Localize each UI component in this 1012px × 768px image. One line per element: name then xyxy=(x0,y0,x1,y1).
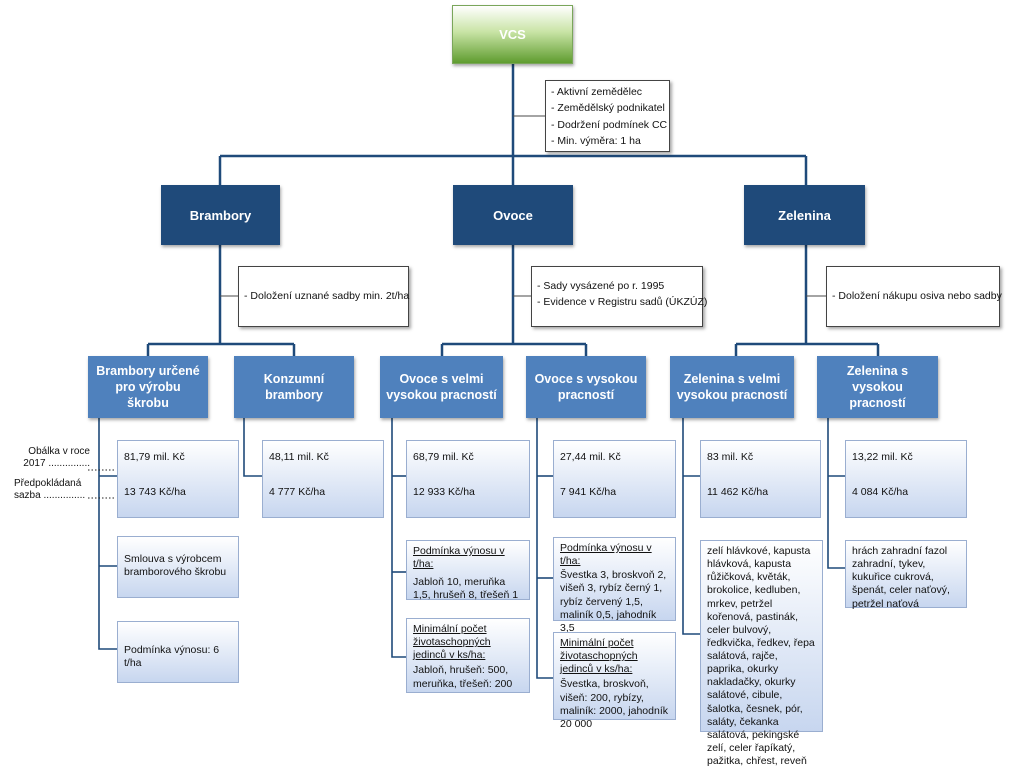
condition-text: - Sady vysázené po r. 1995 xyxy=(537,280,665,292)
contract-text: Smlouva s výrobcem bramborového škrobu xyxy=(124,553,227,579)
zelenina-condition: - Doložení nákupu osiva nebo sadby xyxy=(826,266,1002,327)
rate-value: 11 462 Kč/ha xyxy=(707,486,769,499)
crop-text: zelí hlávkové, kapusta hlávková, kapusta… xyxy=(707,545,815,767)
yield-title: Podmínka výnosu v t/ha: xyxy=(413,545,505,571)
rate-value: 13 743 Kč/ha xyxy=(124,486,186,499)
value-box: 27,44 mil. Kč 7 941 Kč/ha xyxy=(553,440,676,518)
min-count-condition: Minimální počet životaschopných jedinců … xyxy=(553,632,676,730)
category-label: Zelenina xyxy=(778,207,831,223)
yield-text: Švestka 3, broskvoň 2, višeň 3, rybíz če… xyxy=(560,569,667,634)
min-count-title: Minimální počet životaschopných jedinců … xyxy=(560,637,638,676)
crop-list: hrách zahradní fazol zahradní, tykev, ku… xyxy=(845,540,967,610)
condition-text: - Doložení uznané sadby min. 2t/ha xyxy=(244,290,410,303)
sub-zelenina-velmi-vysoka: Zelenina s velmi vysokou pracností xyxy=(670,356,794,418)
sub-label: Konzumní brambory xyxy=(263,371,325,402)
rate-value: 12 933 Kč/ha xyxy=(413,486,475,499)
sub-konzumni-brambory: Konzumní brambory xyxy=(234,356,354,418)
condition-text: - Evidence v Registru sadů (ÚKZÚZ) xyxy=(537,296,708,309)
category-label: Brambory xyxy=(189,207,252,223)
root-label: VCS xyxy=(499,27,526,42)
root-condition: - Aktivní zemědělec xyxy=(551,86,643,98)
yield-title: Podmínka výnosu v t/ha: xyxy=(560,542,652,568)
sub-brambory-skrob: Brambory určené pro výrobu škrobu xyxy=(88,356,208,418)
value-box: 48,11 mil. Kč 4 777 Kč/ha xyxy=(262,440,384,518)
category-ovoce: Ovoce xyxy=(453,185,573,245)
value-box: 13,22 mil. Kč 4 084 Kč/ha xyxy=(845,440,967,518)
condition-text: - Doložení nákupu osiva nebo sadby xyxy=(832,290,1002,303)
legend-envelope: Obálka v roce 2017 ............... xyxy=(23,446,90,469)
rate-value: 4 777 Kč/ha xyxy=(269,486,326,499)
envelope-value: 27,44 mil. Kč xyxy=(560,451,621,463)
sub-zelenina-vysoka: Zelenina s vysokou pracností xyxy=(817,356,938,418)
min-count-text: Jabloň, hrušeň: 500, meruňka, třešeň: 20… xyxy=(413,664,513,690)
sub-ovoce-velmi-vysoka: Ovoce s velmi vysokou pracností xyxy=(380,356,503,418)
yield-condition: Podmínka výnosu: 6 t/ha xyxy=(117,621,239,683)
root-conditions: - Aktivní zemědělec - Zemědělský podnika… xyxy=(545,80,670,152)
sub-label: Ovoce s velmi vysokou pracností xyxy=(386,371,497,402)
root-node: VCS xyxy=(452,5,573,64)
sub-label: Brambory určené pro výrobu škrobu xyxy=(96,363,200,411)
envelope-value: 13,22 mil. Kč xyxy=(852,451,913,463)
min-count-title: Minimální počet životaschopných jedinců … xyxy=(413,623,491,662)
sub-label: Zelenina s velmi vysokou pracností xyxy=(676,371,788,402)
envelope-value: 83 mil. Kč xyxy=(707,451,754,463)
root-condition: - Min. výměra: 1 ha xyxy=(551,134,641,147)
legend-rate: Předpokládaná sazba ............... xyxy=(14,478,86,501)
min-count-condition: Minimální počet životaschopných jedinců … xyxy=(406,618,530,693)
rate-value: 7 941 Kč/ha xyxy=(560,486,617,499)
category-brambory: Brambory xyxy=(161,185,280,245)
yield-condition: Podmínka výnosu v t/ha: Jabloň 10, meruň… xyxy=(406,540,530,602)
crop-list: zelí hlávkové, kapusta hlávková, kapusta… xyxy=(700,540,823,767)
yield-text: Jabloň 10, meruňka 1,5, hrušeň 8, třešeň… xyxy=(413,576,519,602)
envelope-value: 68,79 mil. Kč xyxy=(413,451,474,463)
value-box: 81,79 mil. Kč 13 743 Kč/ha xyxy=(117,440,239,518)
envelope-value: 48,11 mil. Kč xyxy=(269,451,329,463)
sub-label: Zelenina s vysokou pracností xyxy=(846,363,909,411)
ovoce-conditions: - Sady vysázené po r. 1995 - Evidence v … xyxy=(531,266,708,327)
root-condition: - Zemědělský podnikatel xyxy=(551,102,665,115)
yield-condition: Podmínka výnosu v t/ha: Švestka 3, brosk… xyxy=(553,537,676,634)
category-label: Ovoce xyxy=(493,207,533,223)
brambory-condition: - Doložení uznané sadby min. 2t/ha xyxy=(238,266,409,327)
value-box: 83 mil. Kč 11 462 Kč/ha xyxy=(700,440,821,518)
rate-value: 4 084 Kč/ha xyxy=(852,486,909,499)
yield-text: Podmínka výnosu: 6 t/ha xyxy=(124,644,220,670)
sub-label: Ovoce s vysokou pracností xyxy=(534,371,638,402)
envelope-value: 81,79 mil. Kč xyxy=(124,451,185,463)
contract-condition: Smlouva s výrobcem bramborového škrobu xyxy=(117,536,239,598)
root-condition: - Dodržení podmínek CC xyxy=(551,118,668,131)
connector-lines xyxy=(88,64,880,679)
category-zelenina: Zelenina xyxy=(744,185,865,245)
crop-text: hrách zahradní fazol zahradní, tykev, ku… xyxy=(852,545,950,610)
sub-ovoce-vysoka: Ovoce s vysokou pracností xyxy=(526,356,646,418)
value-box: 68,79 mil. Kč 12 933 Kč/ha xyxy=(406,440,530,518)
min-count-text: Švestka, broskvoň, višeň: 200, rybízy, m… xyxy=(560,678,668,730)
